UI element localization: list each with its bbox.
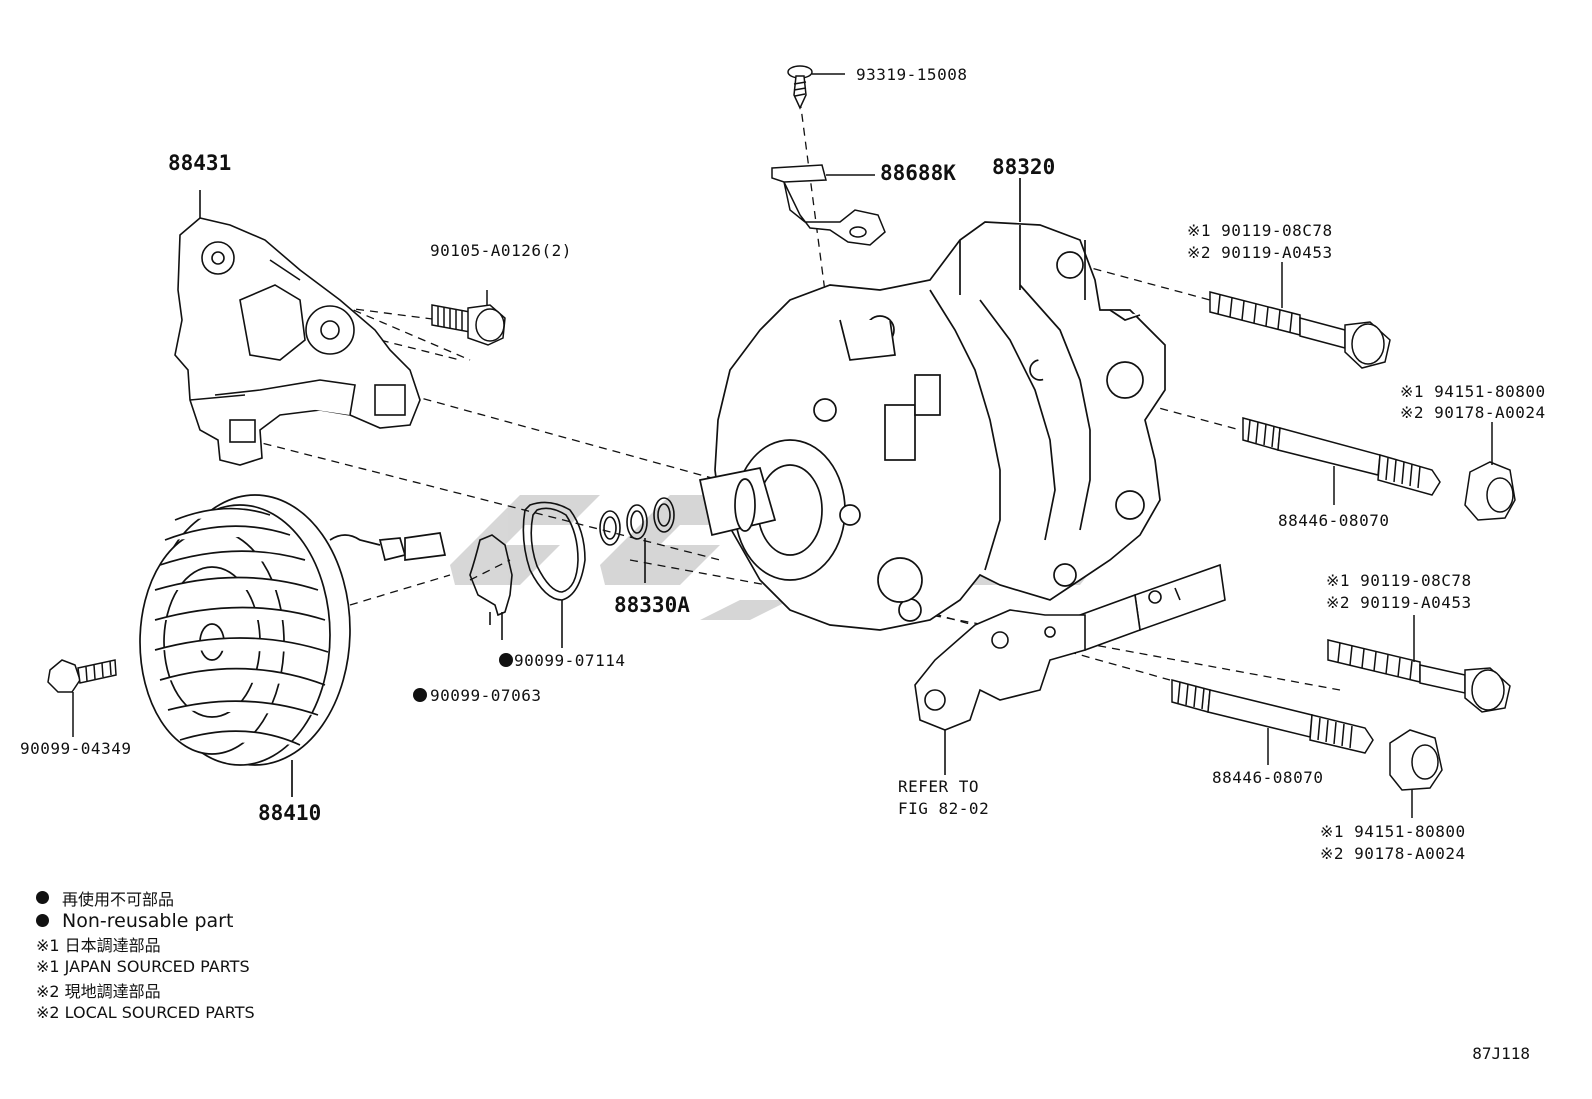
label-bolt-upper-right-1: ※1 90119-08C78 — [1187, 221, 1333, 240]
label-nut-lower-right-1: ※1 94151-80800 — [1320, 822, 1466, 841]
bolt-lower-right-icon — [1327, 615, 1511, 713]
stud-lower-icon — [1171, 679, 1374, 765]
non-reusable-dot — [499, 653, 513, 667]
label-bolt-upper-right-2: ※2 90119-A0453 — [1187, 243, 1333, 262]
bolt-icon — [431, 290, 506, 346]
bracket-small-icon — [771, 164, 886, 246]
legend-text: ※2 LOCAL SOURCED PARTS — [36, 1003, 255, 1022]
label-snap-ring-2: 90099-07063 — [430, 686, 541, 705]
label-shim-set: 88330A — [614, 593, 690, 617]
label-compressor: 88320 — [992, 155, 1055, 179]
lower-bracket-icon — [914, 563, 1226, 775]
legend-text: 再使用不可部品 — [62, 889, 175, 909]
label-nut-lower-right-2: ※2 90178-A0024 — [1320, 844, 1466, 863]
legend-row-japan-jp: ※1 日本調達部品 — [36, 932, 255, 955]
legend-row-local-en: ※2 LOCAL SOURCED PARTS — [36, 1001, 255, 1024]
bolt-pulley-icon — [47, 659, 117, 737]
legend-text: Non-reusable part — [62, 909, 234, 932]
label-screw-top: 93319-15008 — [856, 65, 967, 84]
pulley-icon — [139, 494, 447, 797]
label-bolt-pulley: 90099-04349 — [20, 739, 131, 758]
label-bolt-left: 90105-A0126(2) — [430, 241, 572, 260]
compressor-icon — [698, 178, 1166, 631]
bullet-dot-icon — [36, 914, 49, 927]
non-reusable-dot — [413, 688, 427, 702]
legend-row-local-jp: ※2 現地調達部品 — [36, 978, 255, 1001]
label-snap-ring-1: 90099-07114 — [514, 651, 625, 670]
label-nut-upper-right-2: ※2 90178-A0024 — [1400, 403, 1546, 422]
figure-id: 87J118 — [1472, 1044, 1530, 1063]
label-pulley: 88410 — [258, 801, 321, 825]
legend-row-japan-en: ※1 JAPAN SOURCED PARTS — [36, 955, 255, 978]
label-bracket-left: 88431 — [168, 151, 231, 175]
nut-upper-right-icon — [1464, 422, 1516, 521]
label-stud-lower: 88446-08070 — [1212, 768, 1323, 787]
label-stud-upper: 88446-08070 — [1278, 511, 1389, 530]
snap-ring-icon — [469, 501, 586, 648]
left-bracket-icon — [174, 190, 421, 466]
label-refer-line1: REFER TO — [898, 777, 979, 796]
bullet-dot-icon — [36, 891, 49, 904]
label-nut-upper-right-1: ※1 94151-80800 — [1400, 382, 1546, 401]
nut-lower-right-icon — [1389, 729, 1443, 818]
label-bolt-lower-right-2: ※2 90119-A0453 — [1326, 593, 1472, 612]
legend-row-non-reusable-en: Non-reusable part — [36, 909, 255, 932]
bolt-upper-right-icon — [1209, 262, 1391, 369]
legend-row-non-reusable-jp: 再使用不可部品 — [36, 886, 255, 909]
label-bracket-small: 88688K — [880, 161, 956, 185]
label-refer-line2: FIG 82-02 — [898, 799, 989, 818]
screw-icon — [787, 65, 845, 110]
legend-text: ※2 現地調達部品 — [36, 981, 161, 1001]
legend: 再使用不可部品 Non-reusable part ※1 日本調達部品 ※1 J… — [36, 886, 255, 1024]
shim-icon — [599, 497, 675, 583]
label-bolt-lower-right-1: ※1 90119-08C78 — [1326, 571, 1472, 590]
legend-text: ※1 JAPAN SOURCED PARTS — [36, 957, 250, 976]
legend-text: ※1 日本調達部品 — [36, 935, 161, 955]
stud-upper-icon — [1242, 417, 1441, 505]
